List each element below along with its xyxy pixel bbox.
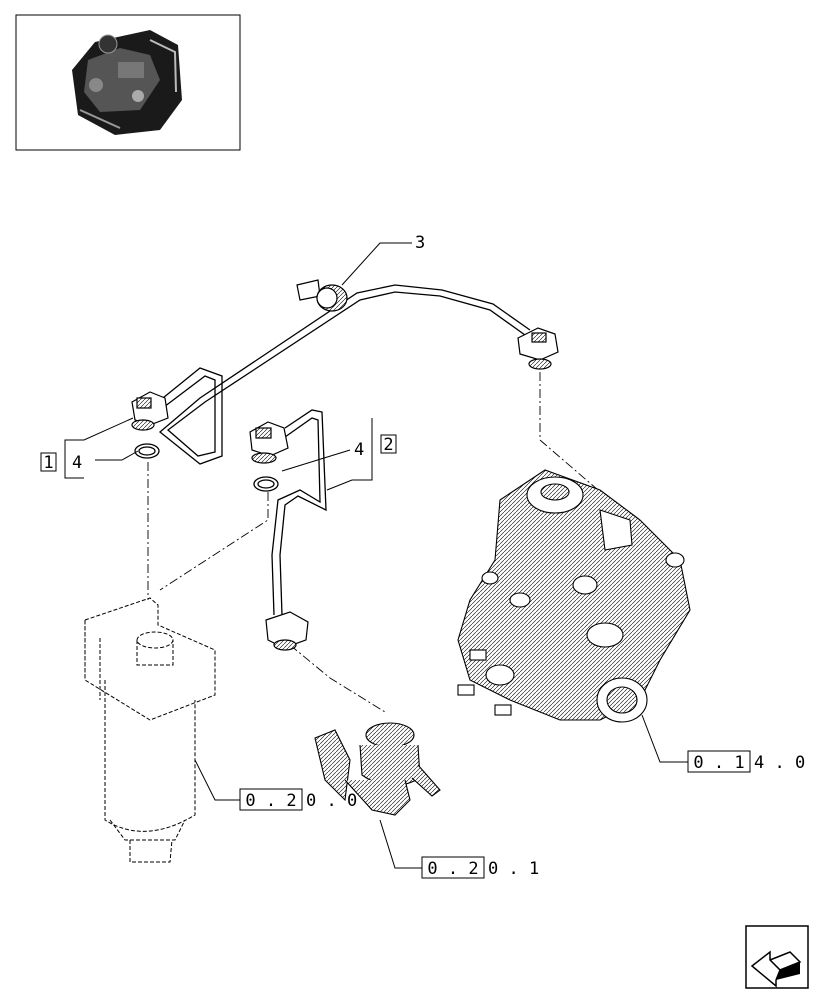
callout-3: 3 xyxy=(415,233,425,253)
leader-1-bracket xyxy=(64,440,84,479)
fuel-pipe-lower xyxy=(271,409,327,616)
engine-thumbnail-icon xyxy=(72,30,182,135)
next-page-arrow-icon xyxy=(750,950,802,988)
leader-feed-pump-ref xyxy=(379,819,422,869)
svg-text:0 . 2: 0 . 2 xyxy=(427,859,478,879)
next-page-button[interactable] xyxy=(745,925,809,989)
bleed-screw-part-3 xyxy=(296,279,348,312)
callout-4-left: 4 xyxy=(72,453,82,473)
injection-pump xyxy=(457,469,691,723)
axis-feed-pump xyxy=(289,644,386,713)
o-ring-right xyxy=(253,476,279,492)
svg-text:1: 1 xyxy=(43,453,53,473)
fuel-feed-pump xyxy=(314,722,441,816)
ref-injection-pump[interactable]: 0 . 1 4 . 0 xyxy=(687,750,805,773)
svg-text:2: 2 xyxy=(383,435,393,455)
svg-text:0 . 2: 0 . 2 xyxy=(245,791,296,811)
banjo-fitting-middle xyxy=(249,421,289,464)
fuel-pipe-upper xyxy=(157,284,531,465)
axis-injection-pump xyxy=(539,372,599,491)
ref-feed-pump[interactable]: 0 . 2 0 . 1 xyxy=(421,856,539,879)
banjo-fitting-bottom xyxy=(265,611,309,651)
banjo-fitting-left xyxy=(131,391,169,431)
leader-4-right xyxy=(281,449,351,472)
engine-thumbnail[interactable] xyxy=(15,14,241,151)
leader-injection-pump-ref xyxy=(641,714,688,763)
leader-3 xyxy=(341,242,412,286)
callout-4-right: 4 xyxy=(354,440,364,460)
fuel-filter xyxy=(84,597,216,863)
ref-filter[interactable]: 0 . 2 0 . 0 xyxy=(239,788,357,811)
leader-2-bracket xyxy=(326,418,373,491)
callout-2: 2 xyxy=(380,434,397,455)
svg-text:0 . 1: 0 . 1 xyxy=(488,859,539,879)
o-ring-left xyxy=(134,443,160,459)
leader-filter-ref xyxy=(194,759,240,801)
svg-text:0 . 0: 0 . 0 xyxy=(306,791,357,811)
banjo-fitting-right xyxy=(517,327,559,370)
axis-filter-right xyxy=(159,492,269,591)
callout-1: 1 xyxy=(40,452,57,473)
leader-4-left xyxy=(95,450,139,461)
svg-text:0 . 1: 0 . 1 xyxy=(693,753,744,773)
svg-text:4 . 0: 4 . 0 xyxy=(754,753,805,773)
